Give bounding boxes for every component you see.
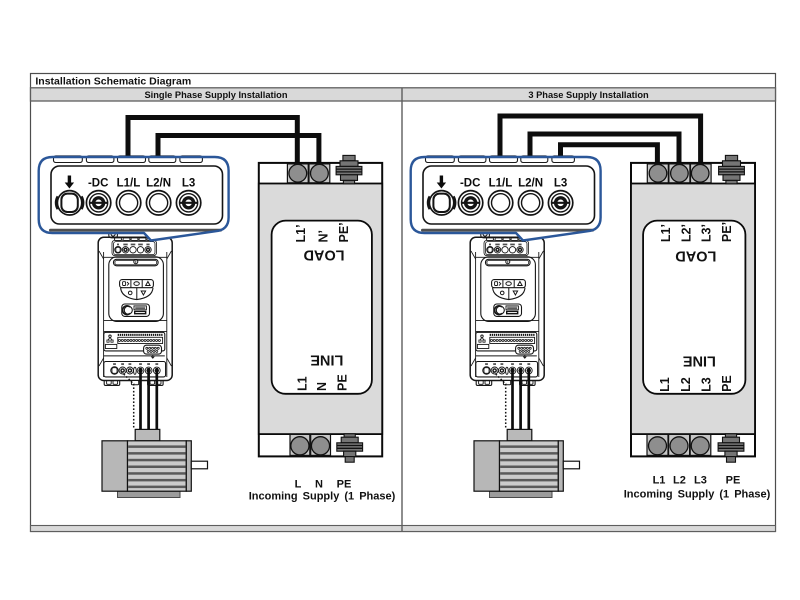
svg-text:L3: L3 bbox=[700, 377, 714, 392]
svg-text:L1’: L1’ bbox=[294, 224, 308, 242]
svg-text:N: N bbox=[315, 479, 323, 491]
svg-text:L2: L2 bbox=[679, 377, 693, 392]
svg-text:L3’: L3’ bbox=[700, 224, 714, 242]
svg-text:L2: L2 bbox=[673, 475, 686, 487]
svg-text:L: L bbox=[295, 479, 302, 491]
svg-text:Installation Schematic Diagram: Installation Schematic Diagram bbox=[35, 76, 191, 88]
svg-text:LINE: LINE bbox=[683, 353, 716, 369]
svg-text:PE: PE bbox=[720, 375, 734, 392]
svg-text:3 Phase Supply Installation: 3 Phase Supply Installation bbox=[528, 90, 649, 100]
svg-text:LOAD: LOAD bbox=[675, 248, 716, 264]
svg-text:Incoming Supply (1 Phase): Incoming Supply (1 Phase) bbox=[624, 489, 771, 501]
svg-text:L1: L1 bbox=[658, 377, 672, 392]
svg-text:PE: PE bbox=[336, 374, 350, 391]
svg-text:N: N bbox=[315, 382, 329, 391]
svg-text:L3: L3 bbox=[694, 475, 707, 487]
svg-text:L2’: L2’ bbox=[680, 224, 694, 242]
svg-text:L1’: L1’ bbox=[659, 224, 673, 242]
svg-text:LOAD: LOAD bbox=[303, 247, 344, 263]
svg-text:PE: PE bbox=[726, 475, 741, 487]
svg-text:L1: L1 bbox=[296, 376, 310, 391]
svg-text:Incoming Supply (1 Phase): Incoming Supply (1 Phase) bbox=[249, 491, 396, 503]
svg-text:PE’: PE’ bbox=[337, 222, 351, 242]
svg-text:N’: N’ bbox=[316, 230, 330, 243]
svg-text:PE: PE bbox=[337, 479, 352, 491]
svg-text:PE’: PE’ bbox=[720, 222, 734, 242]
svg-text:Single Phase Supply Installati: Single Phase Supply Installation bbox=[144, 90, 287, 100]
svg-text:L1: L1 bbox=[653, 475, 666, 487]
svg-text:LINE: LINE bbox=[310, 351, 343, 367]
